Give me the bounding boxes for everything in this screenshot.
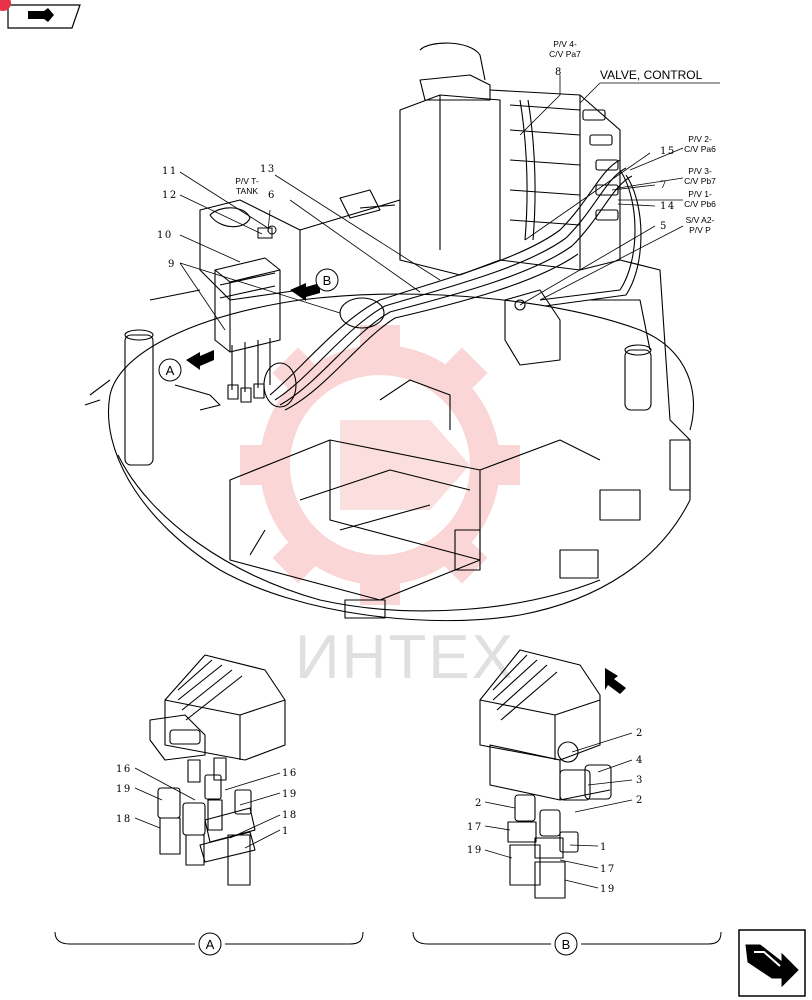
callout-9: 9 (168, 259, 176, 270)
leader-lines (179, 75, 720, 331)
callout-5: 5 (660, 221, 668, 232)
callout-11: 11 (162, 166, 178, 177)
callout-a-1: 1 (282, 826, 290, 837)
callout-a-19-left: 19 (116, 784, 132, 795)
callout-a-18-right: 18 (282, 810, 298, 821)
callout-7: 7 (660, 180, 668, 191)
callout-15: 15 (660, 146, 676, 157)
callout-8: 8 (555, 67, 563, 78)
view-arrow-b: B (290, 268, 339, 301)
detail-view-a (149, 654, 286, 886)
callout-b-3: 3 (636, 775, 644, 786)
callout-b-17-left: 17 (467, 822, 483, 833)
view-caption-b-text: B (562, 937, 571, 952)
label-cv-pb6: C/V Pb6 (684, 199, 716, 209)
watermark-text: ИНТЕХ (295, 623, 515, 692)
view-arrow-b-detail (605, 668, 626, 694)
callout-14: 14 (660, 201, 676, 212)
label-tank: TANK (236, 186, 258, 196)
callout-b-2-left: 2 (475, 798, 483, 809)
callout-b-2-top: 2 (636, 728, 644, 739)
view-caption-b: B (554, 932, 578, 956)
detail-b-leaders (484, 732, 633, 889)
callout-a-16-left: 16 (116, 764, 132, 775)
view-bracket-a (54, 931, 364, 945)
label-cv-pa7: C/V Pa7 (549, 49, 581, 59)
detail-a-callouts: 16 19 18 16 19 18 1 (116, 764, 298, 837)
callout-b-1: 1 (600, 842, 608, 853)
callout-6: 6 (268, 190, 276, 201)
callout-b-19-left: 19 (467, 845, 483, 856)
label-cv-pb7: C/V Pb7 (684, 176, 716, 186)
next-page-arrow-icon (28, 8, 54, 22)
detail-view-b (479, 649, 612, 899)
label-pv-p: P/V P (689, 225, 711, 235)
view-arrow-a: A (158, 350, 214, 382)
label-valve-control: VALVE, CONTROL (600, 68, 703, 82)
watermark-logo (240, 325, 520, 605)
label-pv3: P/V 3- (688, 166, 712, 176)
status-badge (0, 0, 11, 11)
callout-a-18-left: 18 (116, 814, 132, 825)
label-cv-pa6: C/V Pa6 (684, 144, 716, 154)
callout-12: 12 (162, 190, 178, 201)
label-sv-a2: S/V A2- (686, 215, 715, 225)
callout-a-16-right: 16 (282, 768, 298, 779)
callout-b-17-right: 17 (600, 864, 616, 875)
label-pvt: P/V T- (235, 176, 259, 186)
view-caption-a-text: A (206, 937, 215, 952)
view-label-a: A (166, 363, 175, 378)
label-pv1: P/V 1- (688, 189, 712, 199)
next-page-button[interactable] (738, 929, 806, 997)
callout-b-19-right: 19 (600, 884, 616, 895)
upper-frame-drawing (84, 42, 694, 622)
label-pv4: P/V 4- (553, 39, 577, 49)
main-labels: P/V 4- C/V Pa7 VALVE, CONTROL P/V 2- C/V… (157, 39, 716, 270)
view-caption-a: A (198, 932, 222, 956)
label-pv2: P/V 2- (688, 134, 712, 144)
view-bracket-b (412, 931, 722, 945)
detail-b-callouts: 2 4 3 2 2 17 19 1 17 19 (467, 728, 644, 895)
callout-13: 13 (260, 164, 276, 175)
view-label-b: B (323, 273, 332, 288)
callout-10: 10 (157, 230, 173, 241)
fitting-9-12 (257, 225, 277, 239)
prev-page-button[interactable] (7, 4, 81, 29)
callout-a-19-right: 19 (282, 789, 298, 800)
callout-b-4: 4 (636, 755, 644, 766)
detail-a-leaders (134, 767, 281, 849)
callout-b-2-right: 2 (636, 795, 644, 806)
next-page-arrow-icon (745, 944, 799, 988)
